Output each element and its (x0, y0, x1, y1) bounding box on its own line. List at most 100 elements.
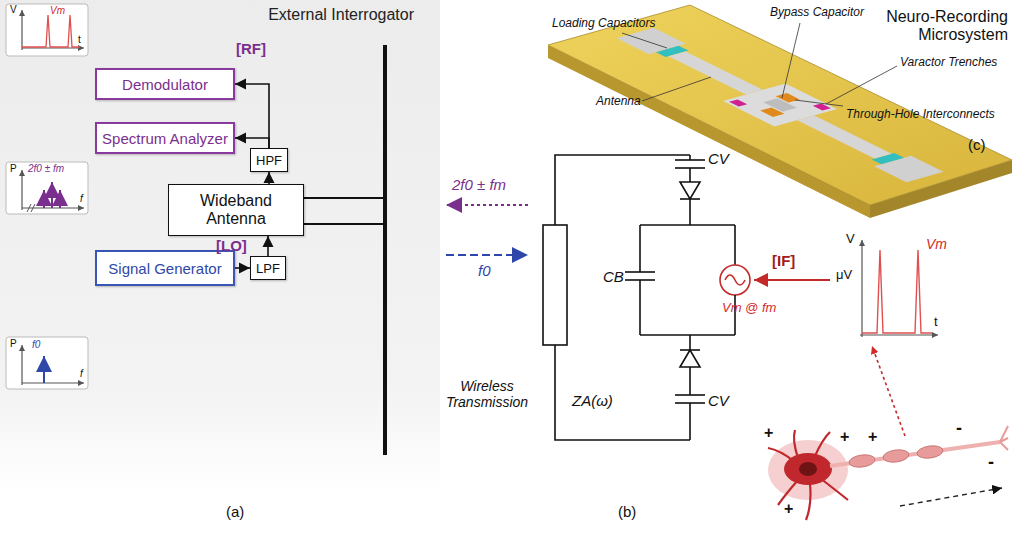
antenna-element (300, 45, 385, 455)
chip-antenna-part (668, 51, 762, 94)
frequency-label: f0 (478, 262, 491, 279)
generator-box: Signal Generator (95, 250, 235, 286)
panel-letter: (a) (226, 503, 244, 520)
inset-plot-lo-spectrum-part (22, 382, 84, 383)
neuron-part-part (916, 444, 943, 460)
charge-sign: - (956, 418, 962, 439)
neuron-part (768, 440, 848, 500)
frequency-label: 2f0 ± fm (28, 163, 64, 175)
antenna-box: Wideband Antenna (168, 184, 304, 236)
neuron-part-part (806, 484, 811, 520)
antenna-element-part (383, 45, 387, 455)
inset-plot-neural (860, 240, 938, 337)
filter-box: LPF (250, 256, 286, 280)
if-arrow (754, 279, 830, 281)
signal-arrow (268, 172, 270, 184)
instrument-box: Demodulator (95, 68, 235, 100)
circuit-part (689, 199, 691, 225)
leader-lines-part (782, 23, 800, 98)
axis-label: V (846, 232, 855, 247)
leader-lines-part (622, 33, 667, 48)
wireless-arrows (446, 205, 528, 255)
chip-antenna-part (776, 93, 800, 103)
inset-plot-lo-spectrum-part (21, 345, 22, 385)
component-name: CV (708, 392, 729, 409)
charge-sign: + (840, 428, 849, 446)
neuron-part-part (815, 432, 830, 456)
circuit-part (725, 275, 745, 285)
circuit-part (720, 265, 750, 295)
wireless-arrows-part (446, 254, 528, 256)
neuron-part (848, 444, 943, 469)
box-label: HPF (256, 153, 282, 168)
inset-plot-lo-spectrum-part (43, 356, 45, 383)
signal-arrow (235, 84, 269, 148)
part-name: Through-Hole Interconnects (846, 108, 995, 122)
panel-title: Neuro-Recording Microsystem (848, 8, 1008, 45)
part-name: Varactor Trenches (900, 56, 997, 70)
wireless-arrows-part (446, 204, 528, 206)
inset-plot-rf-spectrum-part (59, 190, 61, 208)
axis-label: t (78, 34, 81, 46)
frequency-label: f0 (32, 339, 40, 351)
signal-arrow (235, 267, 250, 269)
axis-label: V (10, 4, 17, 16)
box-label: Signal Generator (108, 260, 221, 277)
axis-label: f (80, 193, 83, 205)
probe-arrow (872, 346, 905, 436)
axis-label: μV (836, 268, 852, 283)
neuron-part (784, 453, 832, 485)
charge-sign: + (784, 500, 793, 518)
leader-lines-part (826, 66, 897, 104)
neuron-part-part (882, 448, 909, 464)
box-label: Spectrum Analyzer (102, 130, 228, 147)
neuron-part-part (848, 453, 875, 469)
circuit-part (675, 159, 705, 161)
circuit-part (689, 367, 691, 395)
circuit (543, 155, 750, 440)
circuit-part (543, 225, 567, 345)
inset-plot-vm-part (22, 15, 80, 47)
signal-arrow (267, 236, 269, 256)
panel-letter: (b) (618, 503, 636, 520)
inset-plot-rf-spectrum (6, 162, 88, 214)
inset-plot-vm-part (21, 10, 22, 50)
microsystem-chip-part (548, 5, 1012, 205)
filter-box: HPF (250, 148, 288, 172)
circuit-part (734, 225, 736, 265)
neuron-part-part (794, 430, 798, 458)
circuit-part (680, 350, 700, 367)
box-label: Wideband Antenna (175, 192, 297, 228)
inset-plot-vm (6, 4, 88, 56)
circuit-part (689, 403, 691, 440)
inset-plot-rf-spectrum-part (51, 182, 53, 208)
signal-name: Vm (926, 236, 947, 252)
leader-lines-part (642, 77, 711, 101)
box-label: LPF (256, 261, 280, 276)
circuit-part (689, 335, 691, 350)
panel-letter: (c) (968, 136, 986, 153)
inset-plot-neural-part (862, 250, 932, 333)
inset-plot-neural-part (861, 240, 862, 337)
charge-sign: + (764, 424, 773, 442)
circuit-part (555, 155, 690, 440)
neuron-part (1000, 426, 1008, 450)
circuit-part (680, 182, 700, 199)
component-name: ZA(ω) (572, 392, 613, 409)
signal-arrow (235, 138, 269, 148)
circuit-part (639, 225, 641, 272)
chip-antenna (604, 24, 956, 186)
component-name: CB (603, 268, 624, 285)
circuit-part (639, 280, 641, 335)
circuit-part (675, 394, 705, 396)
signal-name: [RF] (236, 40, 266, 57)
neuron-part (799, 462, 817, 476)
axis-label: t (934, 315, 938, 330)
link-label: Wireless Transmission (432, 378, 542, 410)
chip-antenna-part (723, 83, 837, 126)
axis-label: f (80, 368, 83, 380)
microsystem-chip (548, 5, 1012, 218)
neuron (768, 426, 1008, 520)
axis-label: P (10, 163, 17, 175)
